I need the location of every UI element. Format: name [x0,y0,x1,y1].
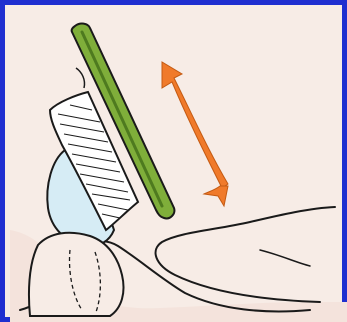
illustration-canvas [10,10,347,322]
direction-arrow-icon [162,62,228,206]
